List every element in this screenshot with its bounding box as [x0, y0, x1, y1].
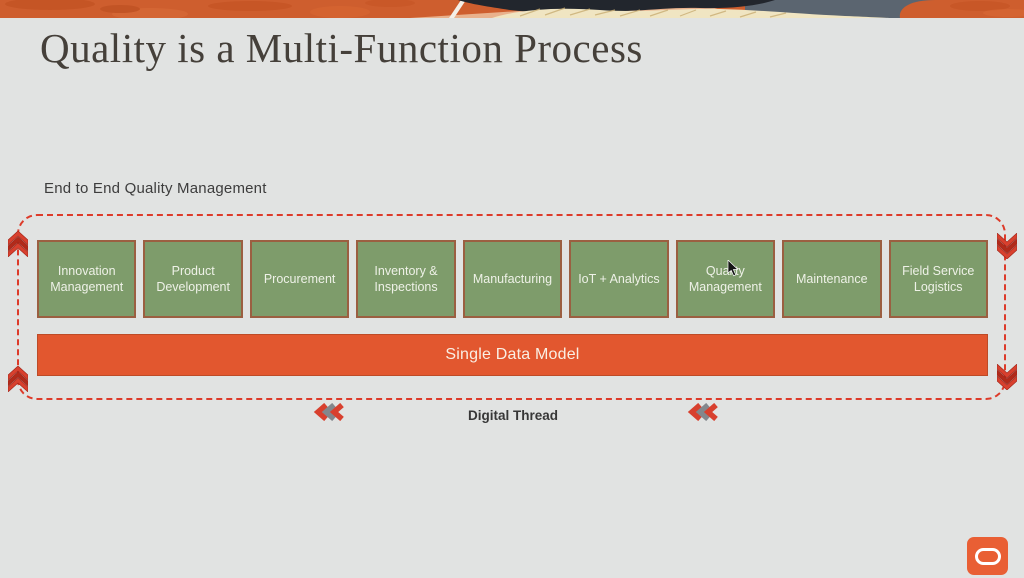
decorative-banner-artwork: [0, 0, 1024, 18]
process-box-iot-analytics: IoT + Analytics: [569, 240, 669, 318]
up-chevron-arrow-icon: [8, 366, 28, 392]
process-box-inventory-inspections: Inventory & Inspections: [356, 240, 456, 318]
process-box-innovation-management: Innovation Management: [37, 240, 137, 318]
process-box-field-service-logistics: Field Service Logistics: [888, 240, 988, 318]
oracle-logo: [967, 537, 1008, 575]
section-label: End to End Quality Management: [44, 180, 267, 197]
oracle-o-mark-icon: [974, 547, 1001, 565]
process-box-quality-management: Quality Management: [675, 240, 776, 318]
left-chevrons-icon: [312, 403, 348, 421]
left-chevrons-icon: [686, 403, 722, 421]
process-boxes-row: Innovation Management Product Developmen…: [37, 240, 988, 318]
single-data-model-bar: Single Data Model: [37, 334, 988, 376]
digital-thread-label: Digital Thread: [467, 408, 558, 423]
slide-title: Quality is a Multi-Function Process: [40, 25, 643, 71]
down-chevron-arrow-icon: [997, 364, 1017, 390]
process-box-maintenance: Maintenance: [782, 240, 882, 318]
process-box-manufacturing: Manufacturing: [462, 240, 563, 318]
dashed-loop-frame: [17, 214, 1006, 400]
mouse-cursor-icon: [727, 260, 739, 278]
up-chevron-arrow-icon: [8, 231, 28, 257]
down-chevron-arrow-icon: [997, 233, 1017, 259]
process-box-product-development: Product Development: [143, 240, 243, 318]
process-box-procurement: Procurement: [249, 240, 350, 318]
